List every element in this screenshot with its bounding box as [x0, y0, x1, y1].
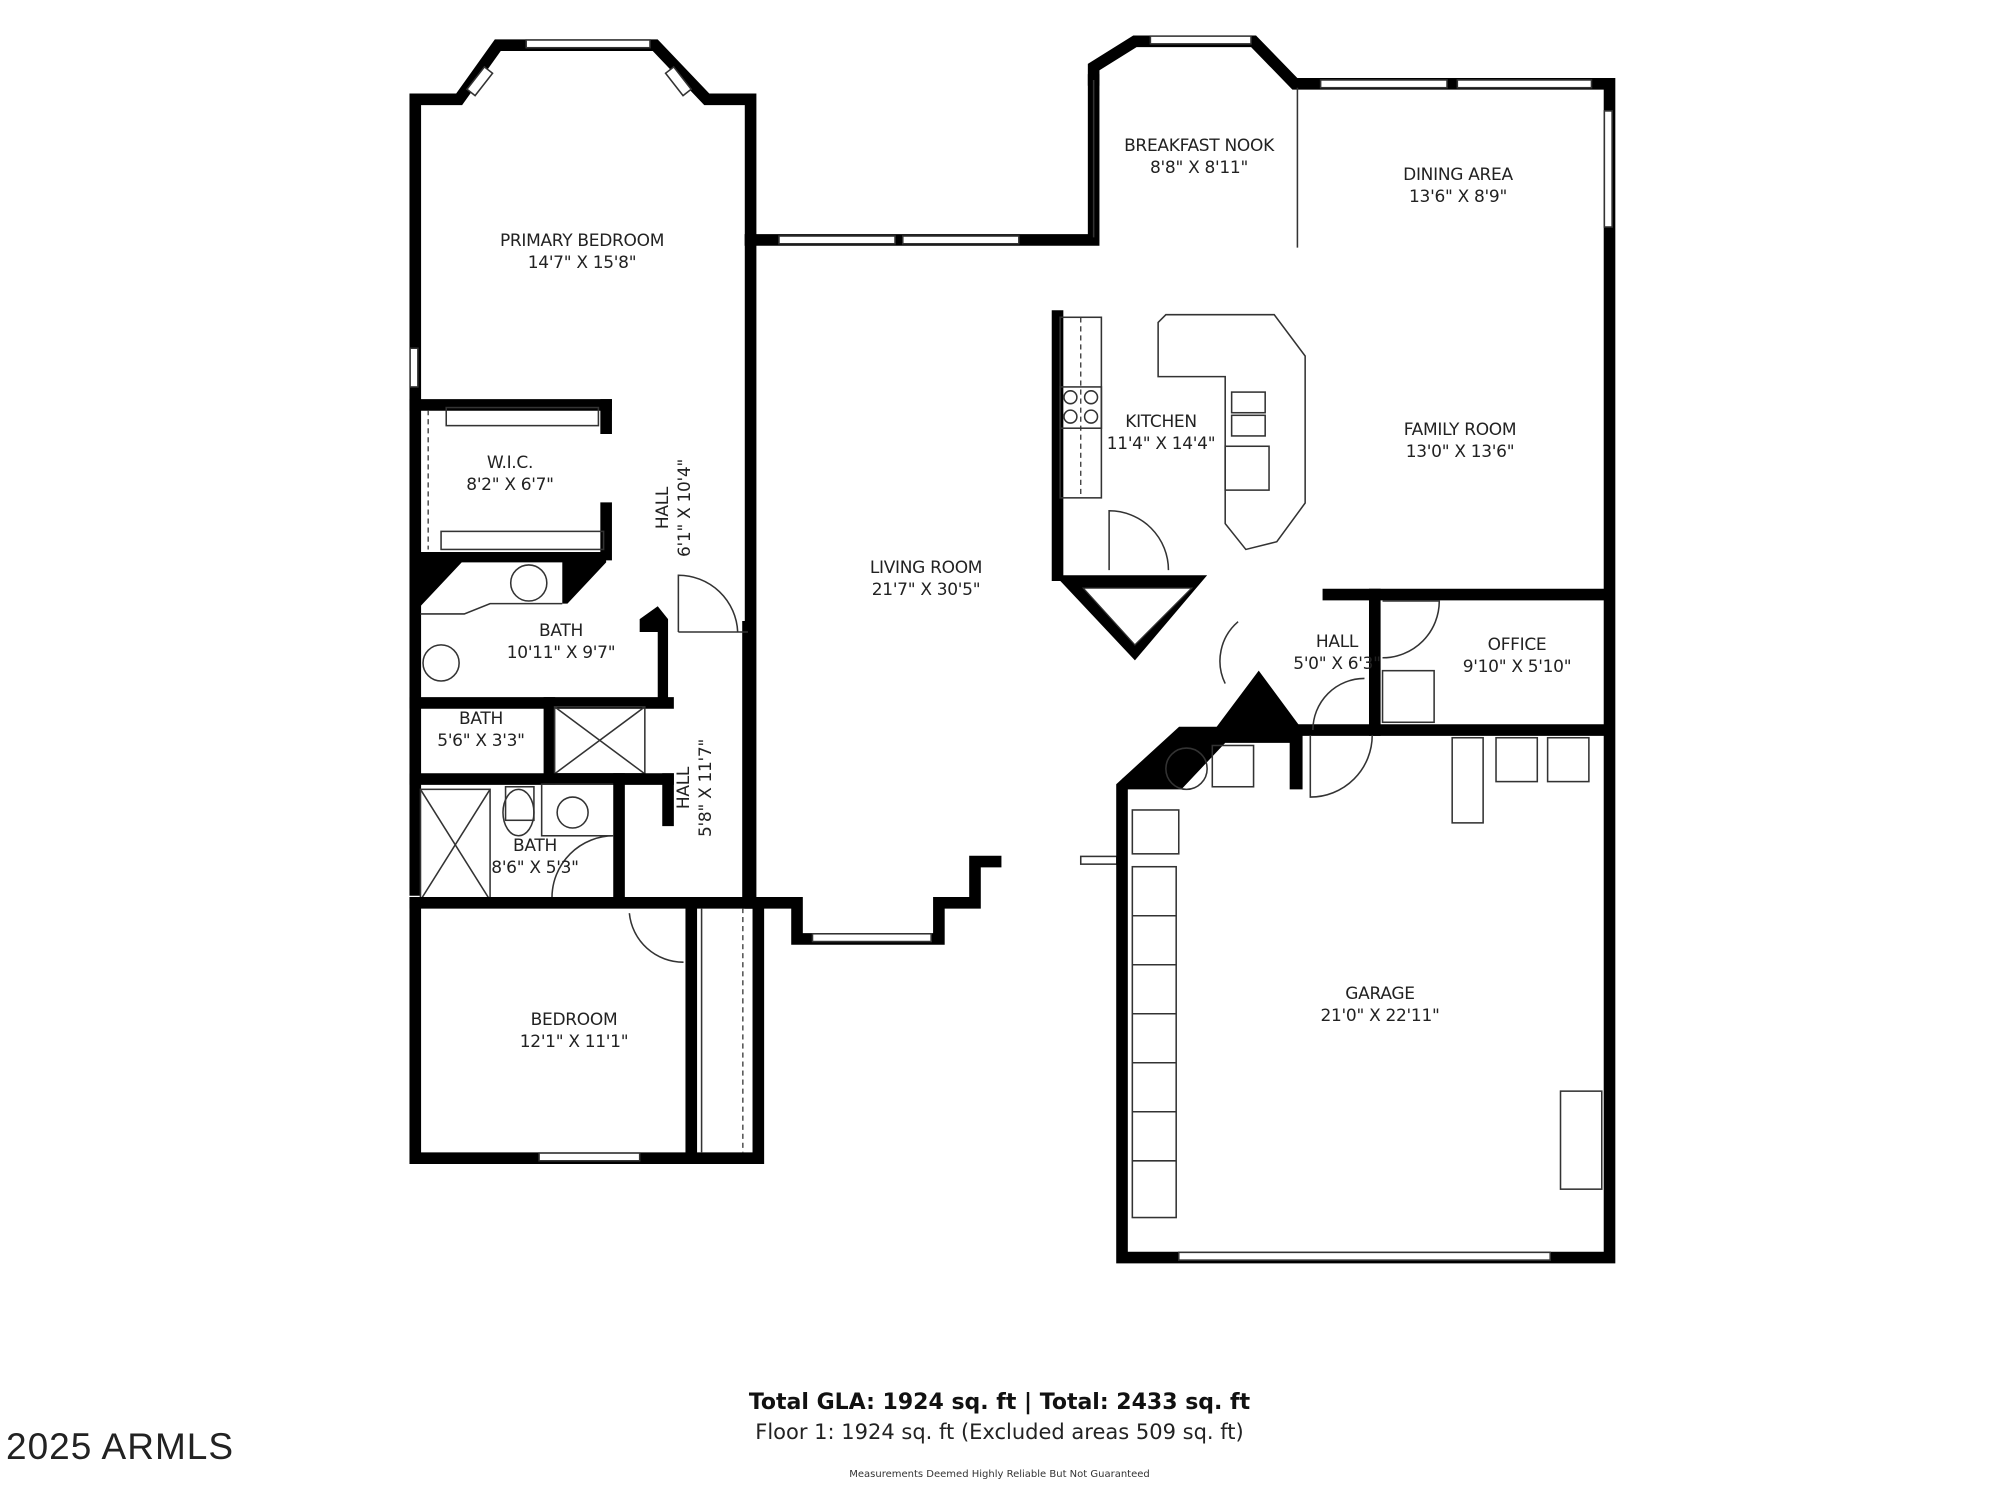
room-dimensions: 8'6" X 5'3" — [491, 858, 579, 878]
entry-closet — [1122, 621, 1303, 791]
bath-wing-walls — [409, 399, 765, 1162]
measurement-disclaimer: Measurements Deemed Highly Reliable But … — [849, 1469, 1150, 1480]
room-bath-2: BATH 8'6" X 5'3" — [491, 835, 579, 879]
garage-fixtures — [1131, 736, 1603, 1219]
room-garage: GARAGE 21'0" X 22'11" — [1321, 983, 1440, 1027]
room-dimensions: 21'7" X 30'5" — [871, 580, 981, 600]
room-name: W.I.C. — [486, 453, 534, 473]
office-hall-walls — [1296, 588, 1611, 798]
room-name: HALL — [674, 766, 694, 810]
room-hall-3: HALL 5'0" X 6'3" — [1293, 631, 1381, 675]
bedroom-walls — [409, 897, 765, 1165]
room-hall-1: HALL 6'1" X 10'4" — [652, 459, 696, 557]
room-dimensions: 12'1" X 11'1" — [519, 1032, 629, 1052]
room-dimensions: 11'4" X 14'4" — [1106, 434, 1216, 454]
room-bath-primary: BATH 10'11" X 9'7" — [506, 620, 616, 664]
room-dimensions: 13'6" X 8'9" — [1409, 187, 1507, 207]
room-dimensions: 13'0" X 13'6" — [1405, 442, 1515, 462]
room-name: HALL — [653, 486, 673, 530]
room-office: OFFICE 9'10" X 5'10" — [1462, 634, 1572, 678]
room-name: BREAKFAST NOOK — [1124, 136, 1274, 156]
room-name: BEDROOM — [530, 1010, 618, 1030]
room-dining-area: DINING AREA 13'6" X 8'9" — [1403, 164, 1513, 208]
room-name: BATH — [459, 709, 503, 729]
copyright-watermark: 2025 ARMLS — [6, 1426, 235, 1467]
room-dimensions: 6'1" X 10'4" — [675, 459, 695, 557]
room-name: GARAGE — [1345, 984, 1415, 1004]
room-name: BATH — [513, 836, 557, 856]
room-name: FAMILY ROOM — [1403, 420, 1517, 440]
floor-area-summary: Floor 1: 1924 sq. ft (Excluded areas 509… — [755, 1420, 1244, 1444]
room-name: LIVING ROOM — [869, 558, 983, 578]
room-wic: W.I.C. 8'2" X 6'7" — [466, 452, 554, 496]
room-family-room: FAMILY ROOM 13'0" X 13'6" — [1403, 419, 1517, 463]
room-dimensions: 14'7" X 15'8" — [527, 253, 637, 273]
room-primary-bedroom: PRIMARY BEDROOM 14'7" X 15'8" — [500, 230, 664, 274]
room-dimensions: 8'8" X 8'11" — [1150, 158, 1248, 178]
room-name: BATH — [539, 621, 583, 641]
room-name: KITCHEN — [1125, 412, 1197, 432]
room-kitchen: KITCHEN 11'4" X 14'4" — [1106, 411, 1216, 455]
room-dimensions: 5'0" X 6'3" — [1293, 654, 1381, 674]
room-dimensions: 10'11" X 9'7" — [506, 643, 616, 663]
primary-bedroom-walls — [409, 39, 757, 896]
room-breakfast-nook: BREAKFAST NOOK 8'8" X 8'11" — [1124, 135, 1274, 179]
room-bath-small: BATH 5'6" X 3'3" — [437, 708, 525, 752]
room-living-room: LIVING ROOM 21'7" X 30'5" — [869, 557, 983, 601]
room-dimensions: 8'2" X 6'7" — [466, 475, 554, 495]
room-name: OFFICE — [1487, 635, 1547, 655]
kitchen-counters — [1051, 310, 1306, 661]
room-dimensions: 21'0" X 22'11" — [1320, 1006, 1440, 1026]
room-dimensions: 5'6" X 3'3" — [437, 731, 525, 751]
room-bedroom: BEDROOM 12'1" X 11'1" — [519, 1009, 629, 1053]
room-hall-2: HALL 5'8" X 11'7" — [673, 739, 717, 837]
room-dimensions: 9'10" X 5'10" — [1462, 657, 1572, 677]
room-name: PRIMARY BEDROOM — [499, 231, 665, 251]
room-name: HALL — [1315, 632, 1359, 652]
total-area-summary: Total GLA: 1924 sq. ft | Total: 2433 sq.… — [748, 1390, 1251, 1415]
room-name: DINING AREA — [1403, 165, 1513, 185]
room-dimensions: 5'8" X 11'7" — [696, 739, 716, 837]
